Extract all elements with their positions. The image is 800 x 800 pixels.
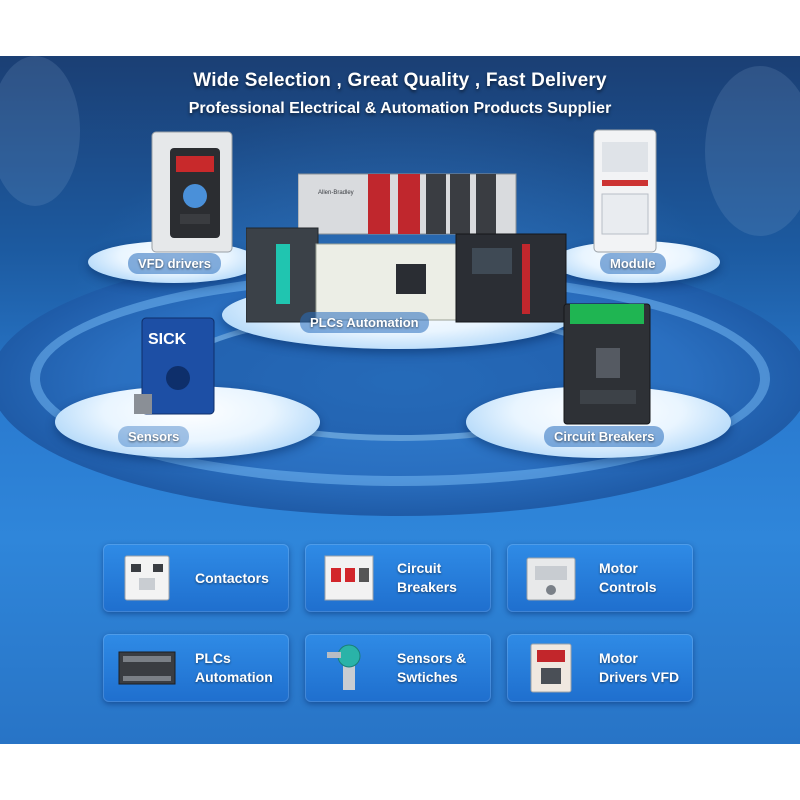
category-label: Circuit Breakers bbox=[397, 560, 457, 595]
category-circuit-breakers[interactable]: Circuit Breakers bbox=[305, 544, 491, 612]
circuit-breaker-icon bbox=[324, 555, 374, 601]
allen-bradley-logo: Allen-Bradley bbox=[318, 190, 354, 196]
category-label: Contactors bbox=[195, 569, 269, 586]
category-label: Motor Drivers VFD bbox=[599, 650, 680, 685]
category-motor-controls[interactable]: Motor Controls bbox=[507, 544, 693, 612]
engineer-figure-right bbox=[705, 66, 800, 236]
plc-modules-product bbox=[246, 227, 567, 323]
category-label: Motor Controls bbox=[599, 560, 657, 595]
engineer-figure-left bbox=[0, 56, 80, 206]
vfd-drive-product bbox=[151, 131, 233, 253]
vfd-icon bbox=[530, 643, 572, 693]
sick-sensor-product: SICK bbox=[134, 317, 215, 415]
plc-icon bbox=[118, 651, 176, 685]
headline: Wide Selection , Great Quality , Fast De… bbox=[193, 70, 607, 91]
plc-rack-product: Allen-Bradley bbox=[298, 173, 517, 235]
category-contactors[interactable]: Contactors bbox=[103, 544, 289, 612]
product-banner: Wide Selection , Great Quality , Fast De… bbox=[0, 56, 800, 744]
category-plcs-automation[interactable]: PLCs Automation bbox=[103, 634, 289, 702]
showcase-label-breakers: Circuit Breakers bbox=[544, 426, 665, 447]
category-sensors-switches[interactable]: Sensors & Swtiches bbox=[305, 634, 491, 702]
sick-logo: SICK bbox=[148, 331, 187, 348]
sensor-switch-icon bbox=[327, 644, 361, 690]
subheadline: Professional Electrical & Automation Pro… bbox=[188, 100, 612, 117]
category-motor-drivers-vfd[interactable]: Motor Drivers VFD bbox=[507, 634, 693, 702]
showcase-label-sensors: Sensors bbox=[118, 426, 190, 447]
category-label: Sensors & Swtiches bbox=[397, 650, 467, 685]
contactor-icon bbox=[124, 555, 170, 601]
motor-control-icon bbox=[526, 557, 576, 601]
module-product bbox=[593, 129, 657, 253]
showcase-label-plc: PLCs Automation bbox=[300, 312, 429, 333]
showcase-label-vfd: VFD drivers bbox=[128, 253, 221, 274]
circuit-breaker-product bbox=[563, 303, 651, 425]
category-label: PLCs Automation bbox=[195, 650, 273, 685]
showcase-label-module: Module bbox=[600, 253, 666, 274]
